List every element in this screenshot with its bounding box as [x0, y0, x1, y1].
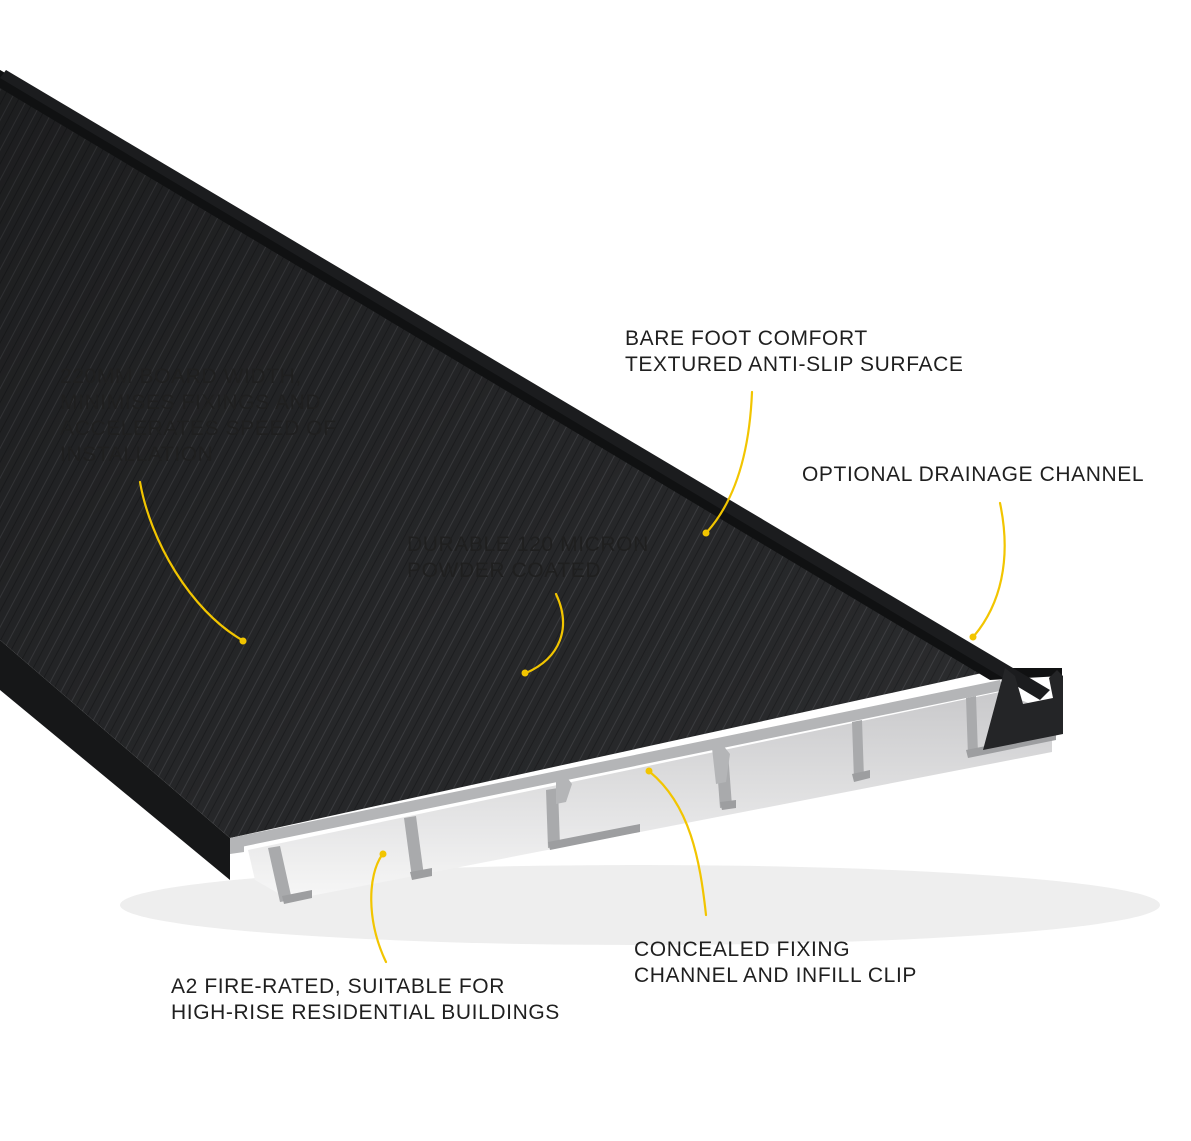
callout-fixing-channel-line-1: CONCEALED FIXING: [634, 938, 851, 961]
marker-fire-rated: [379, 850, 387, 858]
leader-drainage: [972, 501, 1006, 638]
callout-board-width-line-4: INSTALLATION: [60, 443, 214, 466]
callout-anti-slip-line-2: TEXTURED ANTI-SLIP SURFACE: [625, 353, 964, 376]
callout-board-width-line-1: 220MM BOARD WIDTH,: [60, 365, 302, 388]
callout-fixing-channel: CONCEALED FIXING CHANNEL AND INFILL CLIP: [634, 937, 917, 989]
leader-fixing-channel: [648, 770, 708, 917]
callout-anti-slip: BARE FOOT COMFORT TEXTURED ANTI-SLIP SUR…: [625, 326, 963, 378]
callout-fire-rated-line-1: A2 FIRE-RATED, SUITABLE FOR: [171, 975, 505, 998]
marker-board-width: [239, 637, 247, 645]
fixing-channel-clip: [556, 776, 572, 804]
callout-leaders: [138, 390, 1006, 964]
callout-powder-coat-line-1: DURABLE 120 MICRON: [407, 533, 649, 556]
callout-board-width-line-2: MINIMISES FIXINGS AND: [60, 391, 322, 414]
hollow-chamber-interior: [248, 692, 1052, 900]
leader-fire-rated: [370, 853, 388, 964]
marker-powder-coat: [521, 669, 529, 677]
marker-anti-slip: [702, 529, 710, 537]
drainage-channel-lip: [0, 70, 1050, 700]
board-end-hook: [230, 838, 244, 854]
profile-top-deck: [230, 680, 1005, 848]
callout-board-width-line-3: ACCELERATES SPEED OF: [60, 417, 337, 440]
callout-powder-coat-line-2: POWDER COATED: [407, 559, 602, 582]
board-top-shading: [0, 70, 1005, 838]
infill-clip: [712, 744, 730, 784]
callout-anti-slip-line-1: BARE FOOT COMFORT: [625, 327, 868, 350]
callout-fire-rated: A2 FIRE-RATED, SUITABLE FOR HIGH-RISE RE…: [171, 974, 560, 1026]
callout-fixing-channel-line-2: CHANNEL AND INFILL CLIP: [634, 964, 917, 987]
leader-anti-slip: [705, 390, 754, 534]
drainage-channel-end: [983, 668, 1063, 750]
callout-drainage-line-1: OPTIONAL DRAINAGE CHANNEL: [802, 463, 1145, 486]
callout-powder-coat: DURABLE 120 MICRON POWDER COATED: [407, 532, 649, 584]
marker-fixing-channel: [645, 767, 653, 775]
callout-fire-rated-line-2: HIGH-RISE RESIDENTIAL BUILDINGS: [171, 1001, 560, 1024]
board-side-face: [0, 640, 230, 880]
marker-drainage: [969, 633, 977, 641]
leader-board-width: [138, 480, 244, 642]
callout-board-width: 220MM BOARD WIDTH, MINIMISES FIXINGS AND…: [60, 364, 337, 468]
callout-drainage: OPTIONAL DRAINAGE CHANNEL: [802, 462, 1144, 488]
floor-shadow: [120, 865, 1160, 945]
leader-powder-coat: [524, 592, 565, 675]
